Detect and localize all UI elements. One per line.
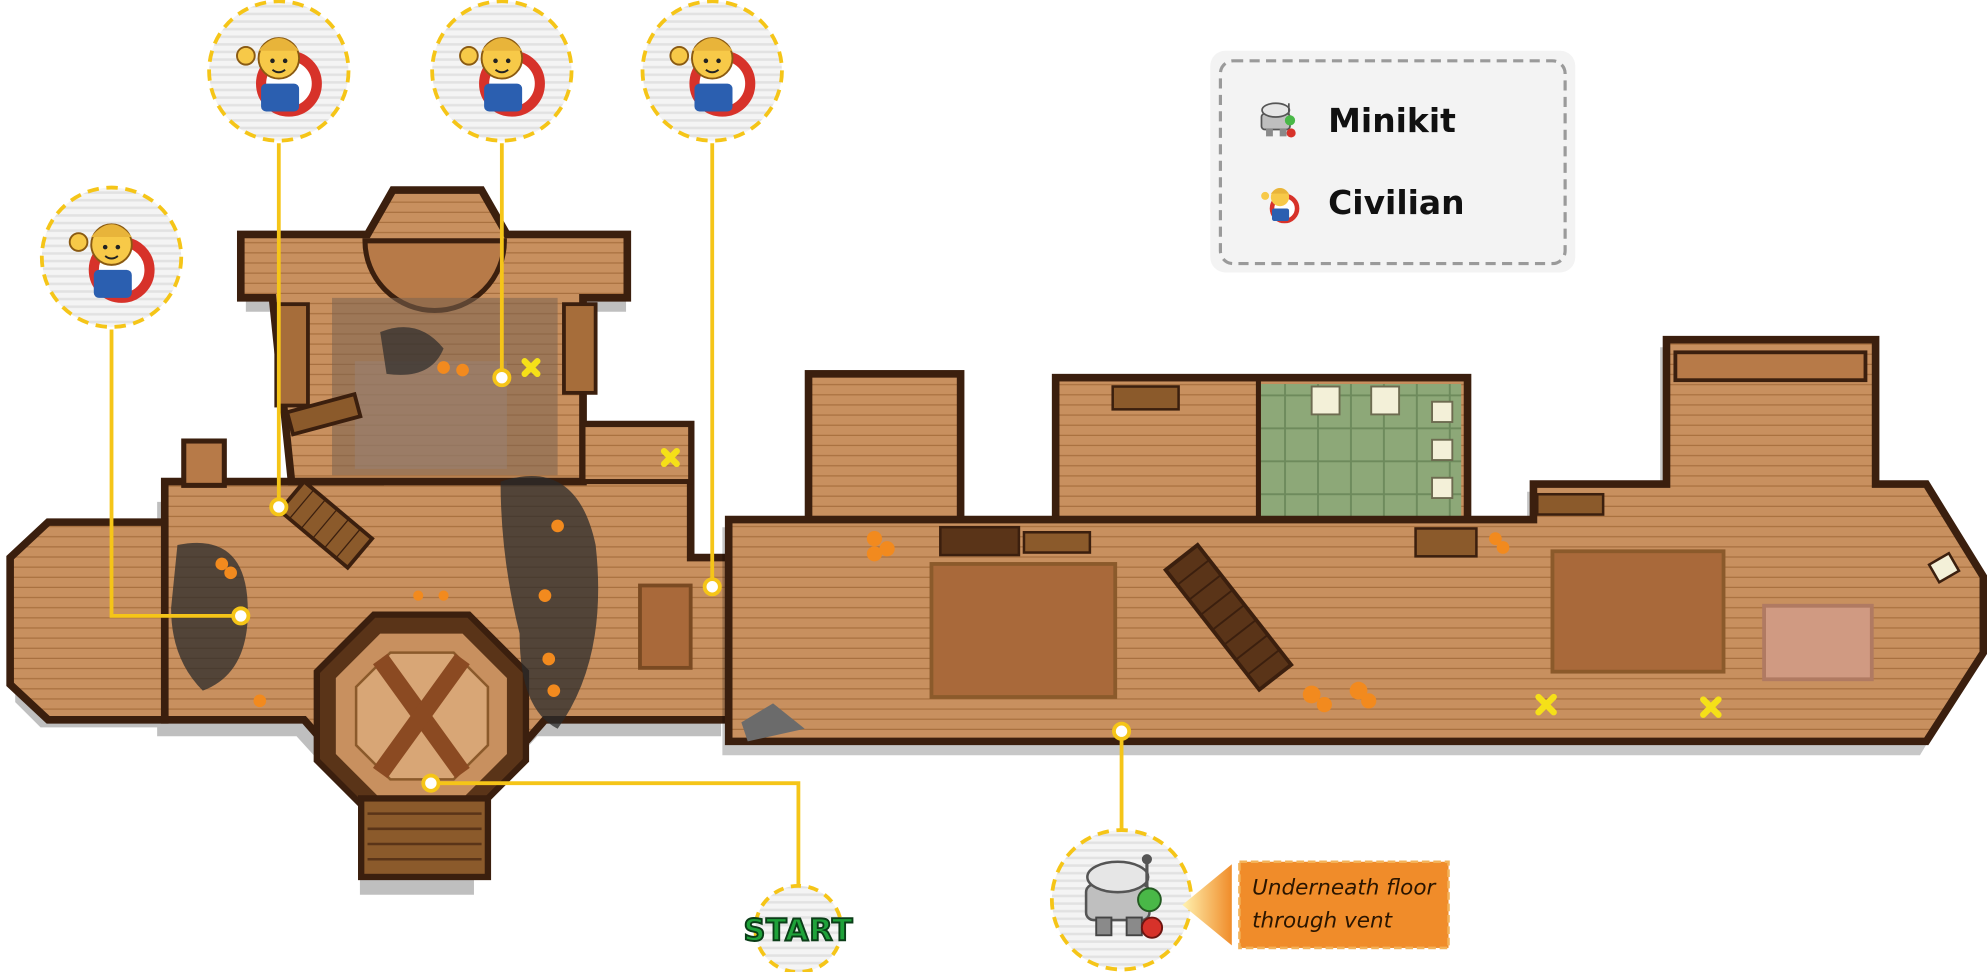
west-wing-floor (6, 518, 169, 724)
civilian-marker[interactable] (430, 0, 574, 143)
vent-note: Underneath floor through vent (1238, 860, 1450, 950)
vent-note-line1: Underneath floor (1252, 876, 1436, 901)
minikit-icon (1084, 854, 1164, 939)
pit-floor (354, 361, 507, 469)
vent-note-line2: through vent (1252, 909, 1394, 934)
south-stairs (358, 795, 492, 881)
civilian-icon (1261, 187, 1300, 224)
civilian-icon (459, 37, 545, 117)
civilian-marker[interactable] (39, 185, 184, 329)
west-building (6, 186, 733, 895)
civilian-marker[interactable] (640, 0, 784, 143)
civilian-icon (236, 37, 322, 117)
start-label: START (744, 913, 854, 948)
civilian-icon (68, 223, 155, 303)
civilian-marker[interactable] (207, 0, 351, 143)
legend-item-minikit: Minikit (1328, 101, 1456, 140)
path-endpoints (231, 368, 1132, 793)
start-marker[interactable]: START (743, 883, 854, 972)
minikit-icon (1260, 102, 1296, 138)
note-arrow (1182, 864, 1232, 946)
legend: Minikit Civilian (1210, 50, 1576, 273)
civilian-callouts (39, 0, 784, 329)
x-markers (521, 358, 1722, 718)
path-lines (109, 143, 1124, 888)
civilian-icon (669, 37, 756, 117)
minikit-marker[interactable] (1049, 828, 1194, 972)
legend-item-civilian: Civilian (1328, 183, 1464, 222)
east-building (722, 335, 1987, 756)
tiled-room (1260, 383, 1462, 518)
